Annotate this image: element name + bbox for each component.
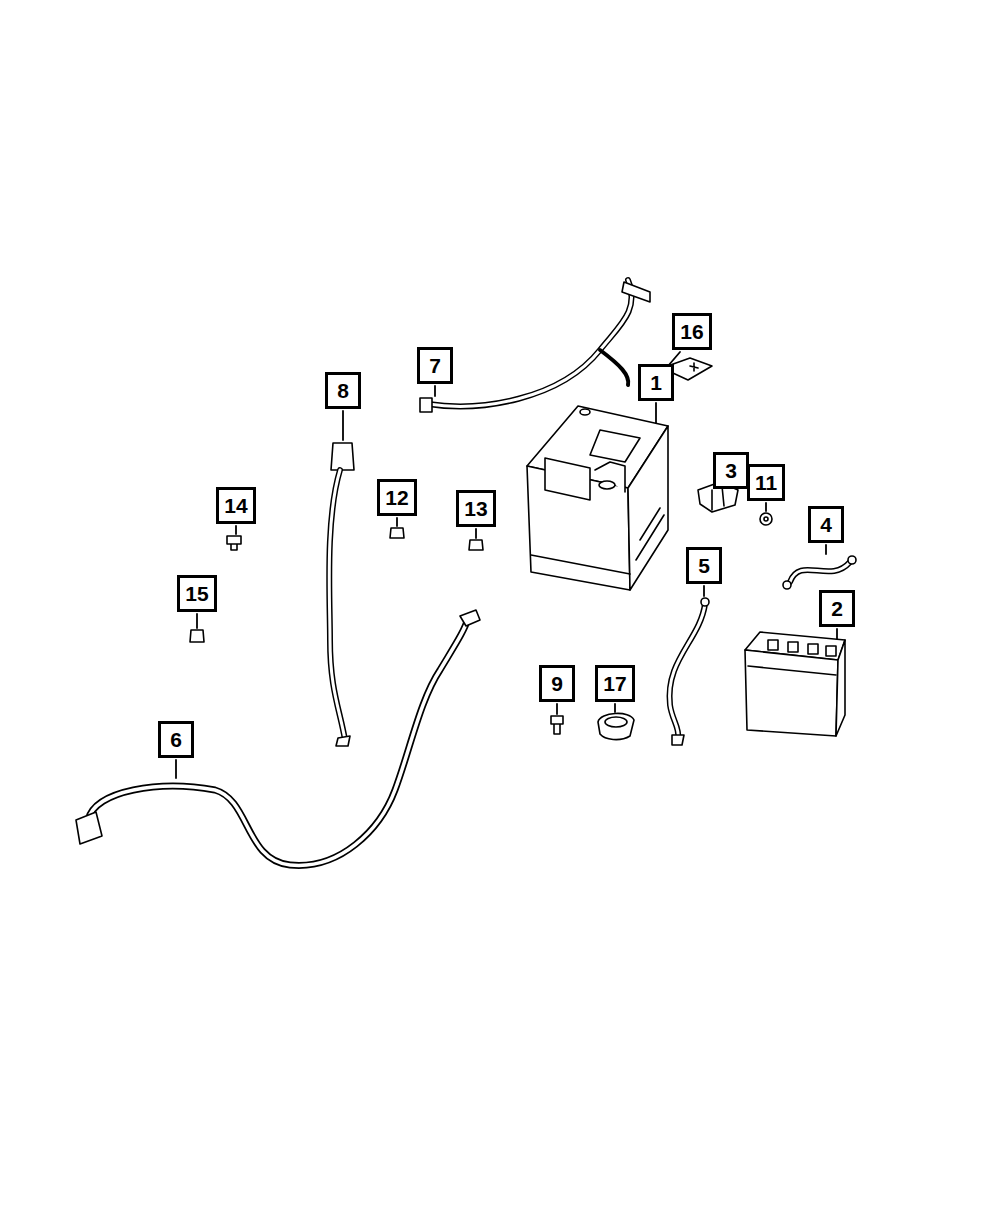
callout-label: 17 xyxy=(603,673,626,694)
terminal xyxy=(580,409,590,415)
callout-label: 6 xyxy=(170,729,182,750)
clamp-body xyxy=(598,713,634,739)
battery-side xyxy=(836,640,845,736)
cable xyxy=(670,598,709,745)
callout-label: 12 xyxy=(385,487,408,508)
callout-number: 11 xyxy=(747,464,785,501)
leader-line xyxy=(556,704,558,714)
callout-number: 14 xyxy=(216,487,255,524)
cable-outer xyxy=(329,470,345,740)
cable xyxy=(783,556,856,589)
leader-lines xyxy=(176,352,837,778)
cable-inner xyxy=(790,562,850,582)
sensor-detail xyxy=(712,486,724,510)
callout-number: 5 xyxy=(686,547,722,584)
callout-label: 15 xyxy=(185,583,208,604)
main-battery xyxy=(527,406,668,590)
cable-outer xyxy=(88,618,468,865)
leader-line xyxy=(434,386,436,396)
callout-label: 16 xyxy=(680,321,703,342)
callout-label: 3 xyxy=(725,460,737,481)
cable-branch xyxy=(600,350,628,385)
cable-end xyxy=(622,282,650,302)
callout-label: 8 xyxy=(337,380,349,401)
callout-number: 3 xyxy=(713,452,749,489)
battery-detail xyxy=(595,462,625,492)
plus-sign xyxy=(690,363,698,371)
terminal xyxy=(599,481,615,489)
callout-number: 8 xyxy=(325,372,361,409)
cable-end xyxy=(336,736,350,746)
callout-label: 4 xyxy=(820,514,832,535)
battery-detail xyxy=(748,640,836,675)
callout-label: 7 xyxy=(429,355,441,376)
cable-outer xyxy=(670,604,705,738)
callout-label: 11 xyxy=(755,472,777,493)
callout-label: 1 xyxy=(650,372,662,393)
leader-line xyxy=(825,545,827,554)
callout-number: 7 xyxy=(417,347,453,384)
nut xyxy=(760,513,772,525)
leader-line xyxy=(175,760,177,778)
battery-detail xyxy=(545,458,590,500)
callout-number: 2 xyxy=(819,590,855,627)
leader-line xyxy=(614,704,616,712)
battery-side xyxy=(628,426,668,590)
battery-front xyxy=(745,650,838,736)
nut-hole xyxy=(764,517,768,521)
callout-number: 1 xyxy=(638,364,674,401)
nut xyxy=(469,540,483,550)
callout-number: 6 xyxy=(158,721,194,758)
bolt xyxy=(227,536,241,550)
cable-end xyxy=(848,556,856,564)
cable xyxy=(329,443,354,746)
callout-label: 14 xyxy=(224,495,247,516)
cable xyxy=(76,610,480,865)
cable-end xyxy=(672,735,684,745)
battery-detail xyxy=(531,508,664,574)
leader-line xyxy=(342,411,344,440)
cable-inner xyxy=(670,604,705,738)
callout-number: 16 xyxy=(672,313,711,350)
callout-number: 15 xyxy=(177,575,216,612)
cable-inner xyxy=(428,280,632,406)
nut xyxy=(390,528,404,538)
callout-label: 2 xyxy=(831,598,843,619)
leader-line xyxy=(235,526,237,534)
leader-line xyxy=(196,614,198,628)
battery-detail xyxy=(590,430,640,462)
callout-label: 5 xyxy=(698,555,710,576)
callout-number: 9 xyxy=(539,665,575,702)
leader-line xyxy=(396,518,398,526)
nut-body xyxy=(760,513,772,525)
leader-line xyxy=(475,529,477,538)
callout-number: 17 xyxy=(595,665,634,702)
callout-number: 12 xyxy=(377,479,416,516)
aux-battery xyxy=(745,632,845,736)
cable-end xyxy=(460,610,480,626)
callout-label: 9 xyxy=(551,673,563,694)
connector xyxy=(76,812,102,844)
leader-line xyxy=(836,629,838,640)
cable-inner xyxy=(329,470,345,740)
cable-end xyxy=(701,598,709,606)
callout-number: 13 xyxy=(456,490,495,527)
cable-outer xyxy=(790,562,850,582)
cable-end xyxy=(783,581,791,589)
cable-inner xyxy=(88,618,468,865)
bolt xyxy=(551,716,563,734)
callout-label: 13 xyxy=(464,498,487,519)
nut xyxy=(190,630,204,642)
fasteners xyxy=(190,528,563,734)
callout-number: 4 xyxy=(808,506,844,543)
cable xyxy=(420,280,650,412)
clamp-hole xyxy=(605,717,627,727)
connector xyxy=(331,443,354,470)
leader-line xyxy=(703,586,705,596)
cable-end xyxy=(420,398,432,412)
leader-line xyxy=(765,503,767,511)
cable-outer xyxy=(428,280,632,406)
clamp xyxy=(598,713,634,739)
